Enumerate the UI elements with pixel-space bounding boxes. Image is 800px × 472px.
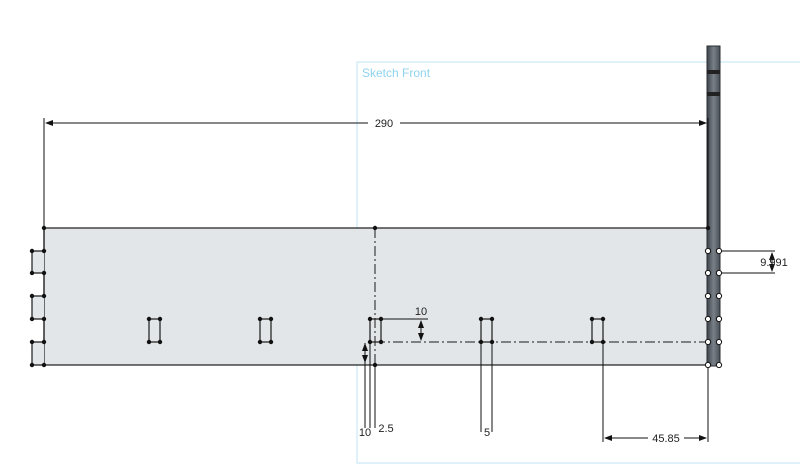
slots xyxy=(148,318,604,343)
slot[interactable] xyxy=(480,318,493,343)
dim-text-slot-width-a[interactable]: 2.5 xyxy=(378,423,393,435)
side-part-band xyxy=(707,70,720,74)
slot[interactable] xyxy=(591,318,604,343)
slot[interactable] xyxy=(259,318,272,343)
dim-text-hole-spacing[interactable]: 9.991 xyxy=(760,257,788,269)
slot[interactable] xyxy=(148,318,161,343)
dimension-left-offset[interactable]: 10 xyxy=(359,343,371,439)
dimension-overall-length[interactable]: 290 xyxy=(43,118,709,228)
dim-text-overall[interactable]: 290 xyxy=(375,118,393,130)
dim-text-left-offset[interactable]: 10 xyxy=(359,427,371,439)
dimension-centerline-offset[interactable]: 10 xyxy=(381,306,428,341)
plate-body[interactable] xyxy=(43,227,709,366)
dim-text-slot-width-b[interactable]: 5 xyxy=(484,427,490,439)
slot[interactable] xyxy=(369,318,382,343)
dimension-slot-width-a[interactable]: 2.5 xyxy=(369,342,394,435)
sketch-points xyxy=(29,225,711,368)
dim-text-centerline-offset[interactable]: 10 xyxy=(415,306,427,318)
side-part-band xyxy=(707,92,720,96)
dimension-hole-spacing[interactable]: 9.991 xyxy=(720,250,788,274)
dimension-slot-width-b[interactable]: 5 xyxy=(480,342,493,439)
side-part-points xyxy=(704,247,723,369)
sketch-plane-label: Sketch Front xyxy=(362,66,431,80)
dim-text-right-offset[interactable]: 45.85 xyxy=(652,433,680,445)
side-part[interactable] xyxy=(706,45,721,367)
dimension-right-offset[interactable]: 45.85 xyxy=(602,342,709,445)
